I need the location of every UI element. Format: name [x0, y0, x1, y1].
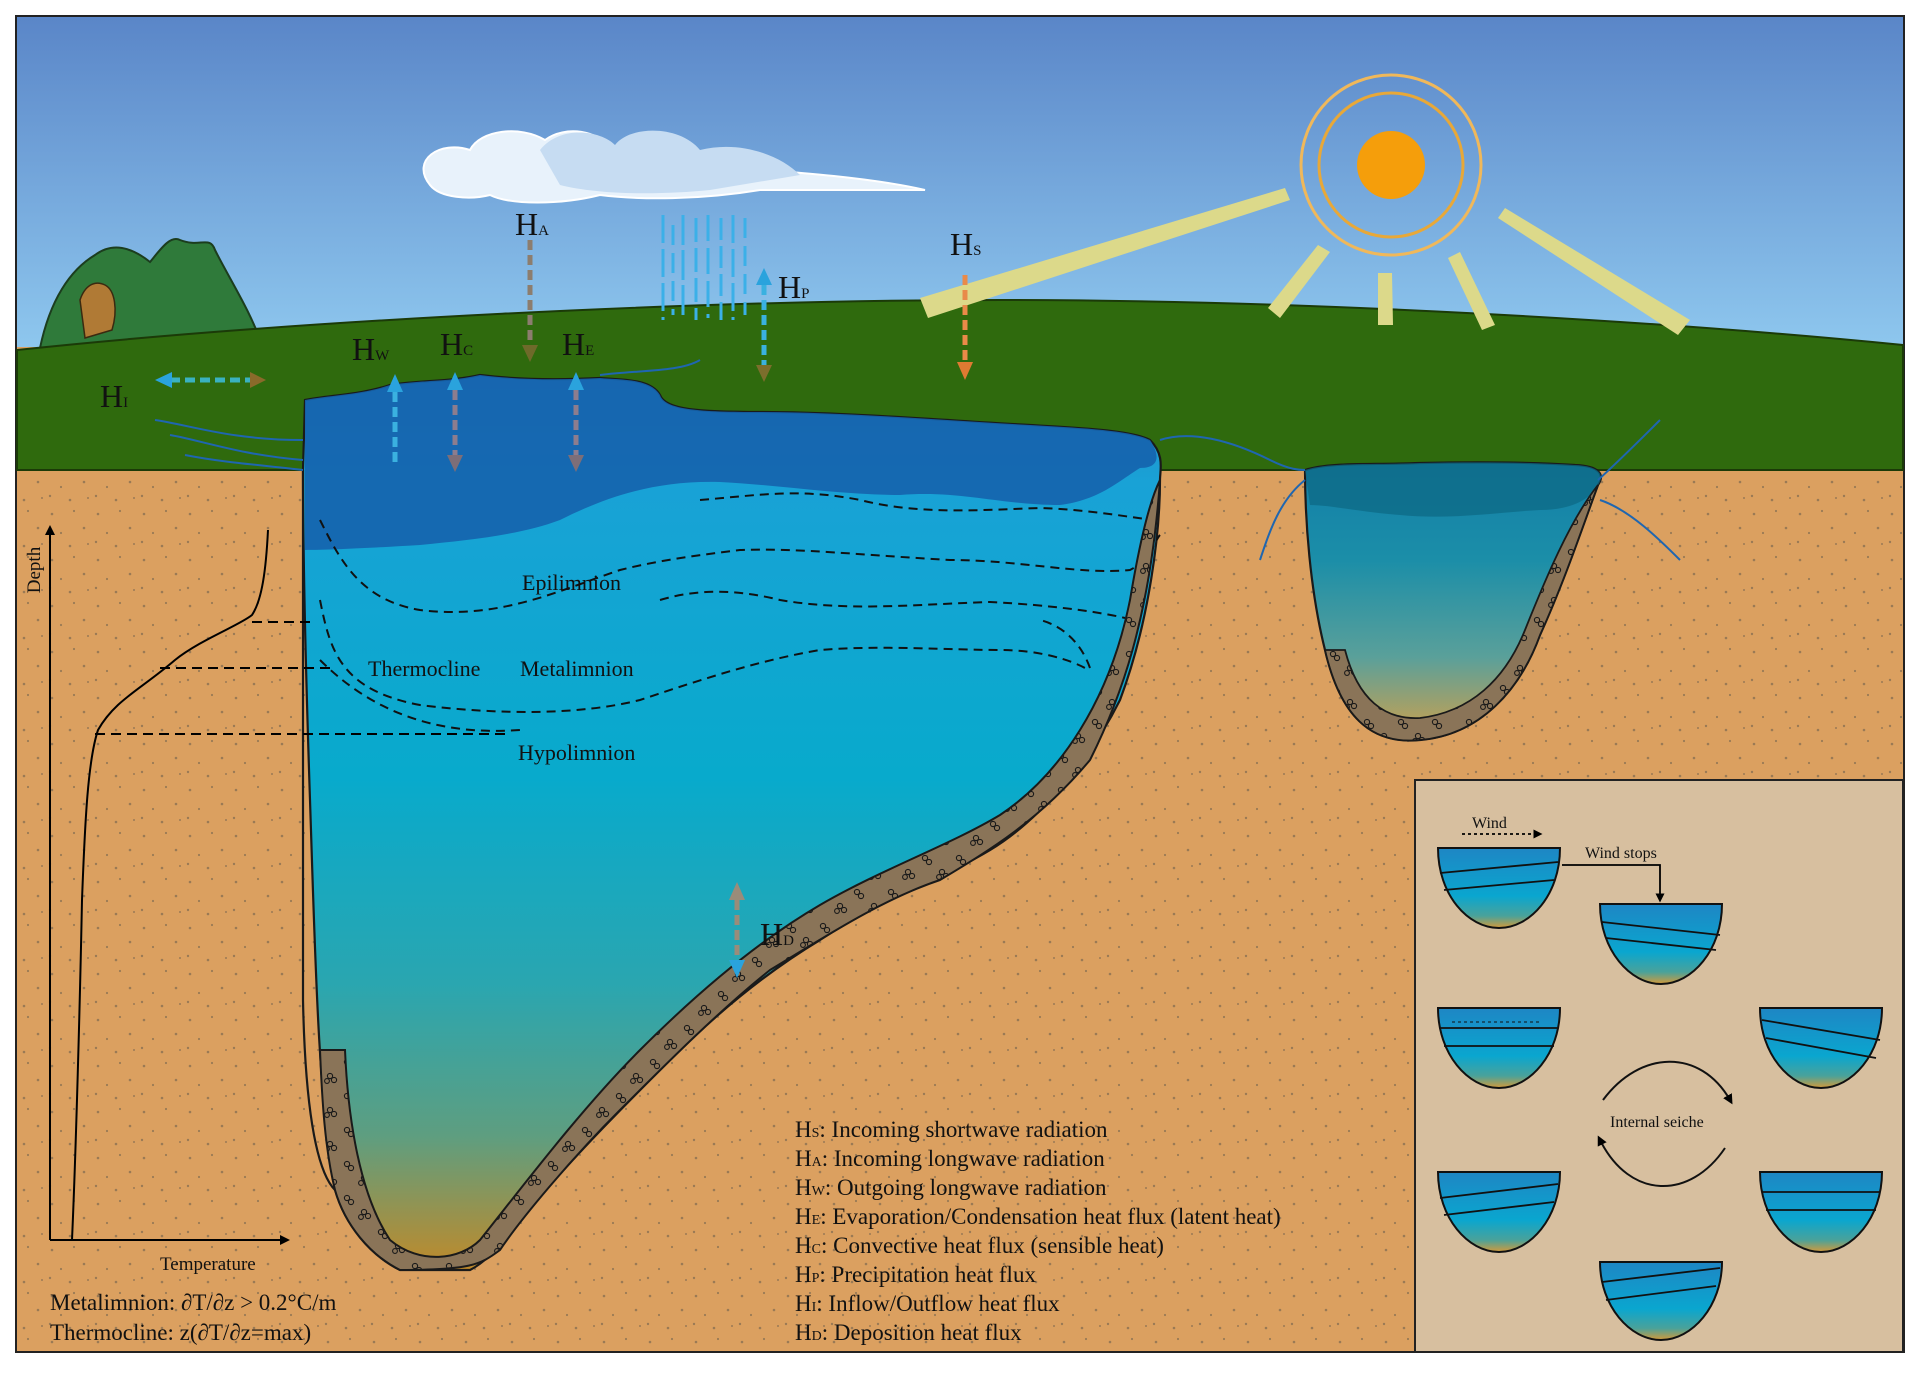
legend-item: HS: Incoming shortwave radiation [795, 1117, 1108, 1142]
legend-item: HW: Outgoing longwave radiation [795, 1175, 1107, 1200]
ha-label: HA [515, 206, 549, 242]
inflow-streams [154, 359, 1681, 561]
mini-lake [1436, 1171, 1562, 1254]
metalimnion-label: Metalimnion [520, 656, 634, 681]
small-lake [1303, 461, 1602, 742]
profile-guides [95, 621, 505, 735]
mountain [38, 238, 264, 350]
legend-item: HC: Convective heat flux (sensible heat) [795, 1233, 1164, 1258]
flux-legend: HS: Incoming shortwave radiation HA: Inc… [795, 1117, 1281, 1345]
hc-label: HC [440, 326, 473, 362]
temperature-axis-label: Temperature [160, 1254, 256, 1275]
flux-arrows [155, 240, 973, 978]
mini-lake [1758, 1171, 1884, 1254]
temperature-curve [71, 529, 269, 1241]
legend-item: HA: Incoming longwave radiation [795, 1146, 1105, 1171]
internal-seiche-inset: Wind Wind stops [1414, 779, 1904, 1353]
thermocline-label: Thermocline [368, 656, 480, 681]
mini-lake [1598, 1261, 1724, 1342]
sediment-main [318, 479, 1161, 1272]
temperature-profile: Depth Temperature Metalimnion: ∂T/∂z > 0… [24, 525, 505, 1345]
rain [661, 215, 747, 320]
legend-item: HI: Inflow/Outflow heat flux [795, 1291, 1060, 1316]
wind-stops-arrow [1562, 864, 1665, 903]
mini-lake [1436, 1007, 1562, 1090]
hi-label: HI [100, 378, 128, 414]
legend-item: HE: Evaporation/Condensation heat flux (… [795, 1204, 1281, 1229]
legend-item: HP: Precipitation heat flux [795, 1262, 1036, 1287]
cycle-arrow-top [1602, 1060, 1733, 1105]
internal-seiche-label: Internal seiche [1610, 1114, 1704, 1131]
mini-lake [1436, 847, 1562, 930]
thermocline-definition: Thermocline: z(∂T/∂z=max) [50, 1320, 311, 1345]
mini-lake [1598, 903, 1724, 986]
legend-item: HD: Deposition heat flux [795, 1320, 1022, 1345]
wind-stops-label: Wind stops [1585, 845, 1657, 862]
hw-label: HW [352, 331, 390, 367]
cycle-arrow-bottom [1597, 1135, 1726, 1187]
lake-wall [301, 470, 336, 1191]
he-label: HE [562, 326, 594, 362]
hd-label: HD [760, 916, 794, 952]
wind-label: Wind [1472, 815, 1507, 832]
hypolimnion-label: Hypolimnion [518, 740, 635, 765]
mini-lake [1758, 1007, 1884, 1090]
sun-rays [920, 188, 1690, 335]
metalimnion-definition: Metalimnion: ∂T/∂z > 0.2°C/m [50, 1290, 336, 1315]
depth-axis-label: Depth [24, 546, 45, 593]
hp-label: HP [778, 269, 809, 305]
layer-boundaries [319, 492, 1161, 732]
epilimnion-label: Epilimnion [522, 570, 621, 595]
cloud [422, 130, 926, 204]
hs-label: HS [950, 226, 981, 262]
sun [920, 73, 1690, 335]
